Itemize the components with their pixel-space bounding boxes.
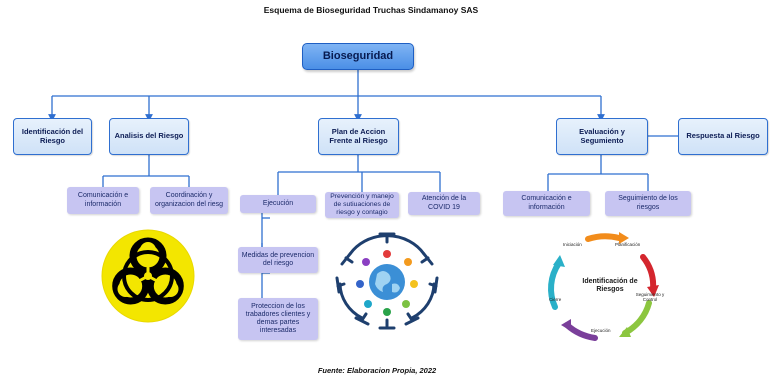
- cycle-step-ejecucion: Ejecución: [591, 328, 611, 333]
- node-coordinacion-organizacion[interactable]: Coordinación y organizacion del riesg: [150, 187, 228, 214]
- cycle-step-cierre: Cierre: [549, 297, 562, 302]
- cycle-step-iniciacion: Iniciación: [563, 242, 582, 247]
- node-medidas-prevencion[interactable]: Medidas de prevencion del riesgo: [238, 247, 318, 273]
- node-identificacion-riesgo[interactable]: Identificación del Riesgo: [13, 118, 92, 155]
- node-comunicacion-analisis[interactable]: Comunicación e información: [67, 187, 139, 214]
- node-atencion-covid[interactable]: Atención de la COVID 19: [408, 192, 480, 215]
- cycle-center-label: Identificación de Riesgos: [582, 278, 638, 294]
- risk-cycle-diagram: [548, 232, 659, 341]
- node-respuesta-riesgo[interactable]: Respuesta al Riesgo: [678, 118, 768, 155]
- biohazard-icon: [101, 229, 195, 323]
- virus-globe-icon: [335, 232, 439, 330]
- node-plan-accion[interactable]: Plan de Accion Frente al Riesgo: [318, 118, 399, 155]
- node-ejecucion[interactable]: Ejecución: [240, 195, 316, 213]
- source-caption: Fuente: Elaboracion Propia, 2022: [317, 366, 437, 375]
- node-analisis-riesgo[interactable]: Analisis del Riesgo: [109, 118, 189, 155]
- root-bioseguridad[interactable]: Bioseguridad: [302, 43, 414, 70]
- node-prevencion-manejo[interactable]: Prevención y manejo de sutiuaciones de r…: [325, 192, 399, 218]
- node-evaluacion-seguimiento[interactable]: Evaluación y Segumiento: [556, 118, 648, 155]
- page-title: Esquema de Bioseguridad Truchas Sindaman…: [263, 5, 479, 15]
- node-comunicacion-evaluacion[interactable]: Comunicación e información: [503, 191, 590, 216]
- node-seguimiento-riesgos[interactable]: Seguimiento de los riesgos: [605, 191, 691, 216]
- cycle-step-planificacion: Planificación: [615, 242, 641, 247]
- cycle-step-seguimiento: Seguimiento y Control: [635, 292, 665, 302]
- node-proteccion-trabajadores[interactable]: Proteccion de los trabadores clientes y …: [238, 298, 318, 340]
